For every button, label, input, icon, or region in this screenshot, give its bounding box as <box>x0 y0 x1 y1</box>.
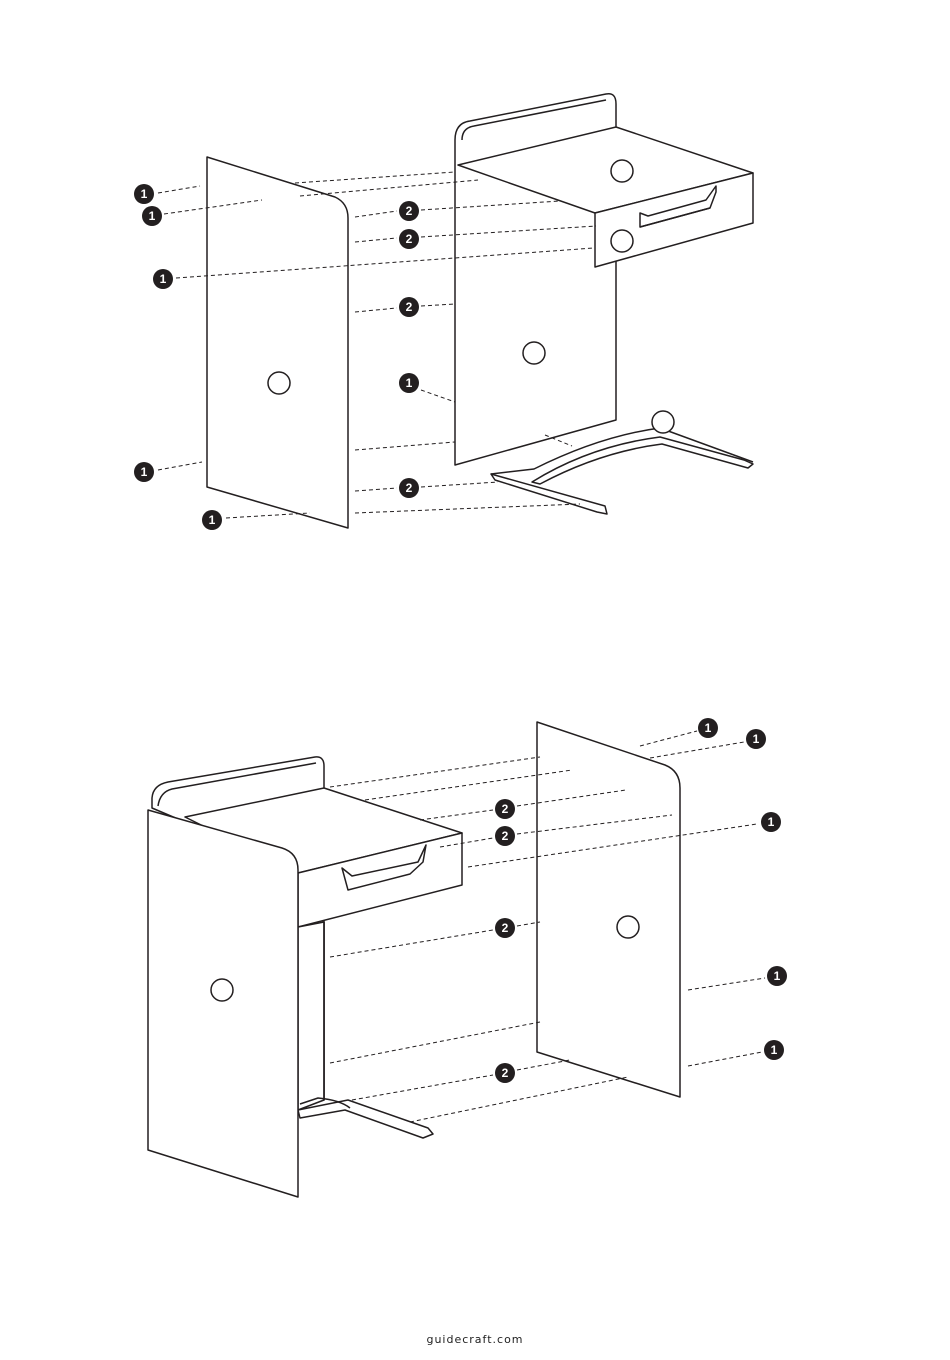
callout-2: 2 <box>399 201 419 221</box>
callout-1: 1 <box>761 812 781 832</box>
right-side-panel <box>537 722 680 1097</box>
callout-2: 2 <box>495 826 515 846</box>
callout-1: 1 <box>399 373 419 393</box>
panel-hole <box>268 372 290 394</box>
callout-2: 2 <box>495 918 515 938</box>
left-side-panel <box>207 157 348 528</box>
svg-text:2: 2 <box>406 300 413 314</box>
svg-text:2: 2 <box>406 232 413 246</box>
inner-back <box>298 922 324 1110</box>
callout-1: 1 <box>134 184 154 204</box>
callout-1: 1 <box>764 1040 784 1060</box>
svg-text:1: 1 <box>705 721 712 735</box>
svg-text:1: 1 <box>774 969 781 983</box>
svg-text:1: 1 <box>753 732 760 746</box>
callout-2: 2 <box>399 229 419 249</box>
assembled-left-panel <box>148 810 298 1197</box>
svg-text:1: 1 <box>209 513 216 527</box>
callout-1: 1 <box>698 718 718 738</box>
step-1-illustration <box>158 94 753 528</box>
svg-text:1: 1 <box>160 272 167 286</box>
callout-1: 1 <box>153 269 173 289</box>
svg-text:1: 1 <box>141 465 148 479</box>
assembled-panel-hole <box>211 979 233 1001</box>
callout-1: 1 <box>134 462 154 482</box>
svg-text:2: 2 <box>502 802 509 816</box>
assembled-footrest <box>298 1098 433 1138</box>
svg-text:2: 2 <box>406 481 413 495</box>
step-2-illustration <box>148 722 765 1197</box>
svg-text:1: 1 <box>149 209 156 223</box>
top-hole <box>611 160 633 182</box>
svg-text:1: 1 <box>771 1043 778 1057</box>
footer-website: guidecraft.com <box>0 1333 950 1346</box>
callout-2: 2 <box>399 478 419 498</box>
callout-2: 2 <box>495 799 515 819</box>
front-hole <box>611 230 633 252</box>
svg-text:2: 2 <box>502 921 509 935</box>
svg-text:1: 1 <box>141 187 148 201</box>
callout-1: 1 <box>142 206 162 226</box>
right-panel-hole <box>617 916 639 938</box>
footrest-hole <box>652 411 674 433</box>
svg-text:1: 1 <box>768 815 775 829</box>
callout-1: 1 <box>767 966 787 986</box>
svg-text:2: 2 <box>502 829 509 843</box>
svg-text:2: 2 <box>406 204 413 218</box>
callout-2: 2 <box>495 1063 515 1083</box>
callout-1: 1 <box>746 729 766 749</box>
callout-2: 2 <box>399 297 419 317</box>
svg-text:1: 1 <box>406 376 413 390</box>
callout-1: 1 <box>202 510 222 530</box>
svg-text:2: 2 <box>502 1066 509 1080</box>
back-panel-hole <box>523 342 545 364</box>
